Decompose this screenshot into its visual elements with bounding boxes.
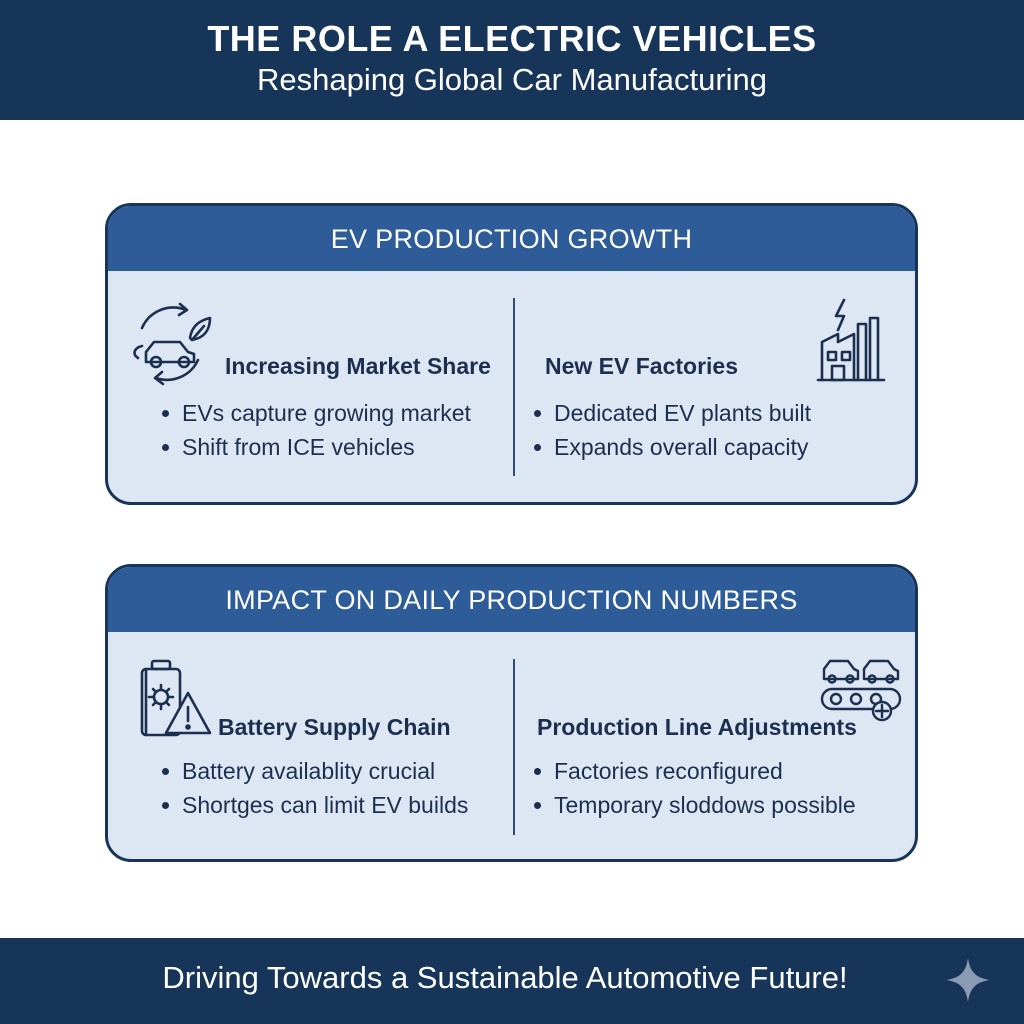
column-title: Production Line Adjustments	[537, 714, 857, 740]
sparkle-icon	[944, 956, 992, 1009]
column-title: Increasing Market Share	[225, 353, 491, 379]
footer-banner: Driving Towards a Sustainable Automotive…	[0, 938, 1024, 1024]
assembly-line-icon	[818, 655, 904, 725]
panel-heading: IMPACT ON DAILY PRODUCTION NUMBERS	[108, 567, 915, 632]
battery-warning-icon	[136, 659, 212, 739]
page-title: THE ROLE A ELECTRIC VEHICLES	[207, 18, 817, 59]
list-item: Expands overall capacity	[532, 430, 811, 464]
panel-heading: EV PRODUCTION GROWTH	[108, 206, 915, 271]
column-title: Battery Supply Chain	[218, 714, 451, 740]
header-banner: THE ROLE A ELECTRIC VEHICLES Reshaping G…	[0, 0, 1024, 120]
page-subtitle: Reshaping Global Car Manufacturing	[256, 62, 768, 97]
column-title: New EV Factories	[545, 353, 739, 379]
list-item: Factories reconfigured	[532, 754, 856, 788]
list-item: Shortges can limit EV builds	[160, 788, 468, 822]
bullet-list: EVs capture growing market Shift from IC…	[160, 396, 471, 464]
panel-ev-production-growth: EV PRODUCTION GROWTH Increasing Market S…	[105, 203, 918, 505]
bullet-list: Battery availablity crucial Shortges can…	[160, 754, 468, 822]
list-item: Battery availablity crucial	[160, 754, 468, 788]
column-divider	[513, 298, 515, 476]
column-divider	[513, 659, 515, 835]
panel-impact-daily-production: IMPACT ON DAILY PRODUCTION NUMBERS Batte…	[105, 564, 918, 862]
bullet-list: Factories reconfigured Temporary sloddow…	[532, 754, 856, 822]
list-item: Shift from ICE vehicles	[160, 430, 471, 464]
bullet-list: Dedicated EV plants built Expands overal…	[532, 396, 811, 464]
list-item: Temporary sloddows possible	[532, 788, 856, 822]
car-recycle-leaf-icon	[124, 298, 216, 390]
list-item: Dedicated EV plants built	[532, 396, 811, 430]
footer-tagline: Driving Towards a Sustainable Automotive…	[162, 960, 848, 995]
list-item: EVs capture growing market	[160, 396, 471, 430]
factory-lightning-icon	[814, 296, 888, 384]
